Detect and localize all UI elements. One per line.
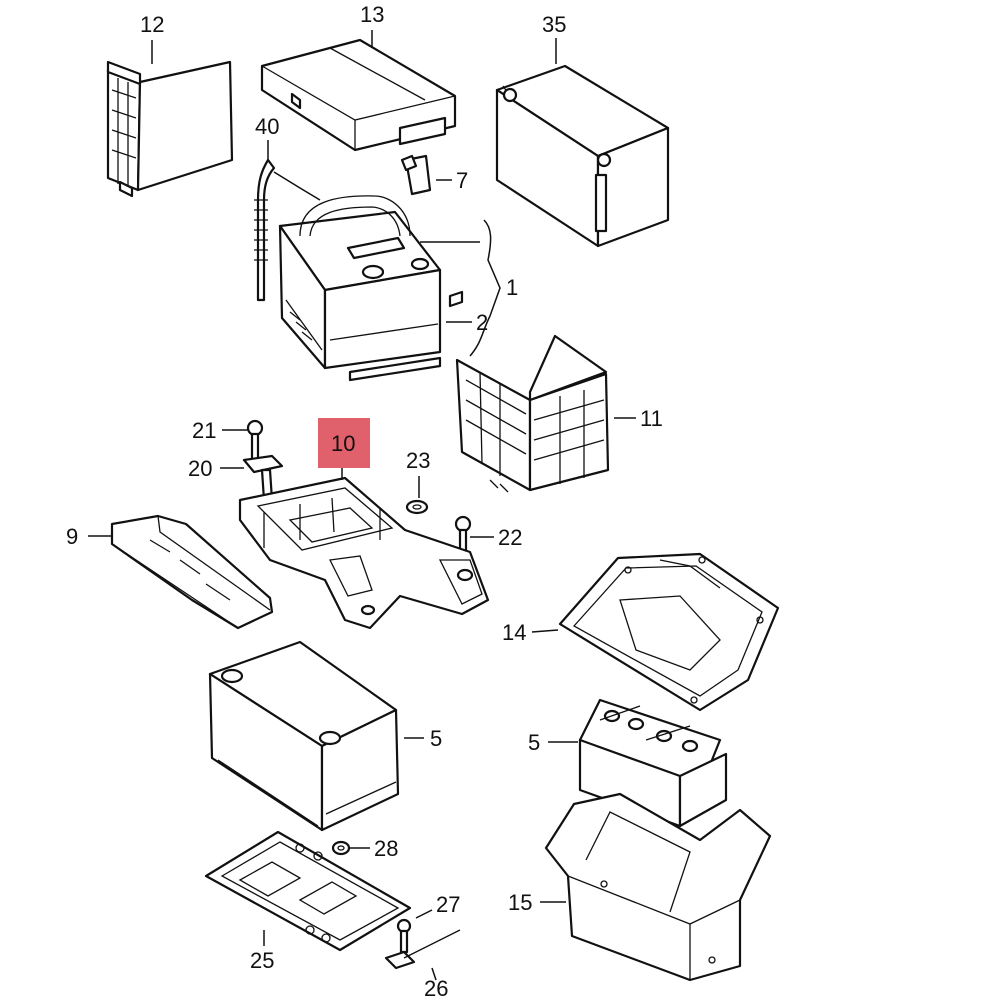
- label-13: 13: [360, 2, 384, 27]
- part-labels: 12 13 35 40 7 1 2 11 21 10 23 20 9 22 14…: [66, 2, 663, 1000]
- leader-lines: [88, 30, 636, 981]
- label-1: 1: [506, 275, 518, 300]
- part-15-battery-box-lower[interactable]: [544, 792, 772, 982]
- part-5-battery-right[interactable]: [578, 698, 728, 828]
- part-27-bolt[interactable]: [396, 918, 412, 954]
- part-2-battery[interactable]: [278, 195, 464, 382]
- label-12: 12: [140, 12, 164, 37]
- part-5-battery-left[interactable]: [208, 640, 400, 832]
- label-21: 21: [192, 418, 216, 443]
- part-21-bolt[interactable]: [246, 419, 264, 464]
- part-10-battery-tray[interactable]: [238, 476, 490, 630]
- part-9-tray-cover[interactable]: [110, 514, 274, 630]
- part-14-battery-tray-box[interactable]: [558, 552, 780, 712]
- label-11: 11: [640, 406, 663, 431]
- label-28: 28: [374, 836, 398, 861]
- part-28-nut[interactable]: [331, 840, 351, 856]
- part-11-insulation-sleeve[interactable]: [455, 334, 610, 493]
- label-9: 9: [66, 524, 78, 549]
- label-5-right: 5: [528, 730, 540, 755]
- part-13-battery-cover[interactable]: [260, 38, 457, 152]
- label-14: 14: [502, 620, 526, 645]
- label-15: 15: [508, 890, 532, 915]
- part-35-battery-box[interactable]: [495, 64, 670, 248]
- highlight-box: [318, 418, 370, 468]
- group-1-bracket: [420, 219, 501, 357]
- label-25: 25: [250, 948, 274, 973]
- part-40-vent-hose[interactable]: [254, 158, 321, 302]
- part-26-clamp-strap[interactable]: [384, 929, 461, 970]
- part-22-bolt[interactable]: [454, 515, 472, 554]
- label-5-left: 5: [430, 726, 442, 751]
- label-2: 2: [476, 310, 488, 335]
- label-40: 40: [255, 114, 279, 139]
- label-22: 22: [498, 525, 522, 550]
- label-7: 7: [456, 168, 468, 193]
- part-23-nut[interactable]: [405, 499, 429, 515]
- label-10: 10: [331, 431, 355, 456]
- label-26: 26: [424, 976, 448, 1000]
- part-12-insulation-sleeve[interactable]: [106, 60, 234, 198]
- label-35: 35: [542, 12, 566, 37]
- part-25-base-plate[interactable]: [204, 830, 412, 952]
- part-7-terminal-cap[interactable]: [400, 154, 432, 196]
- label-20: 20: [188, 456, 212, 481]
- label-23: 23: [406, 448, 430, 473]
- part-20-clamp[interactable]: [242, 454, 284, 502]
- label-27: 27: [436, 892, 460, 917]
